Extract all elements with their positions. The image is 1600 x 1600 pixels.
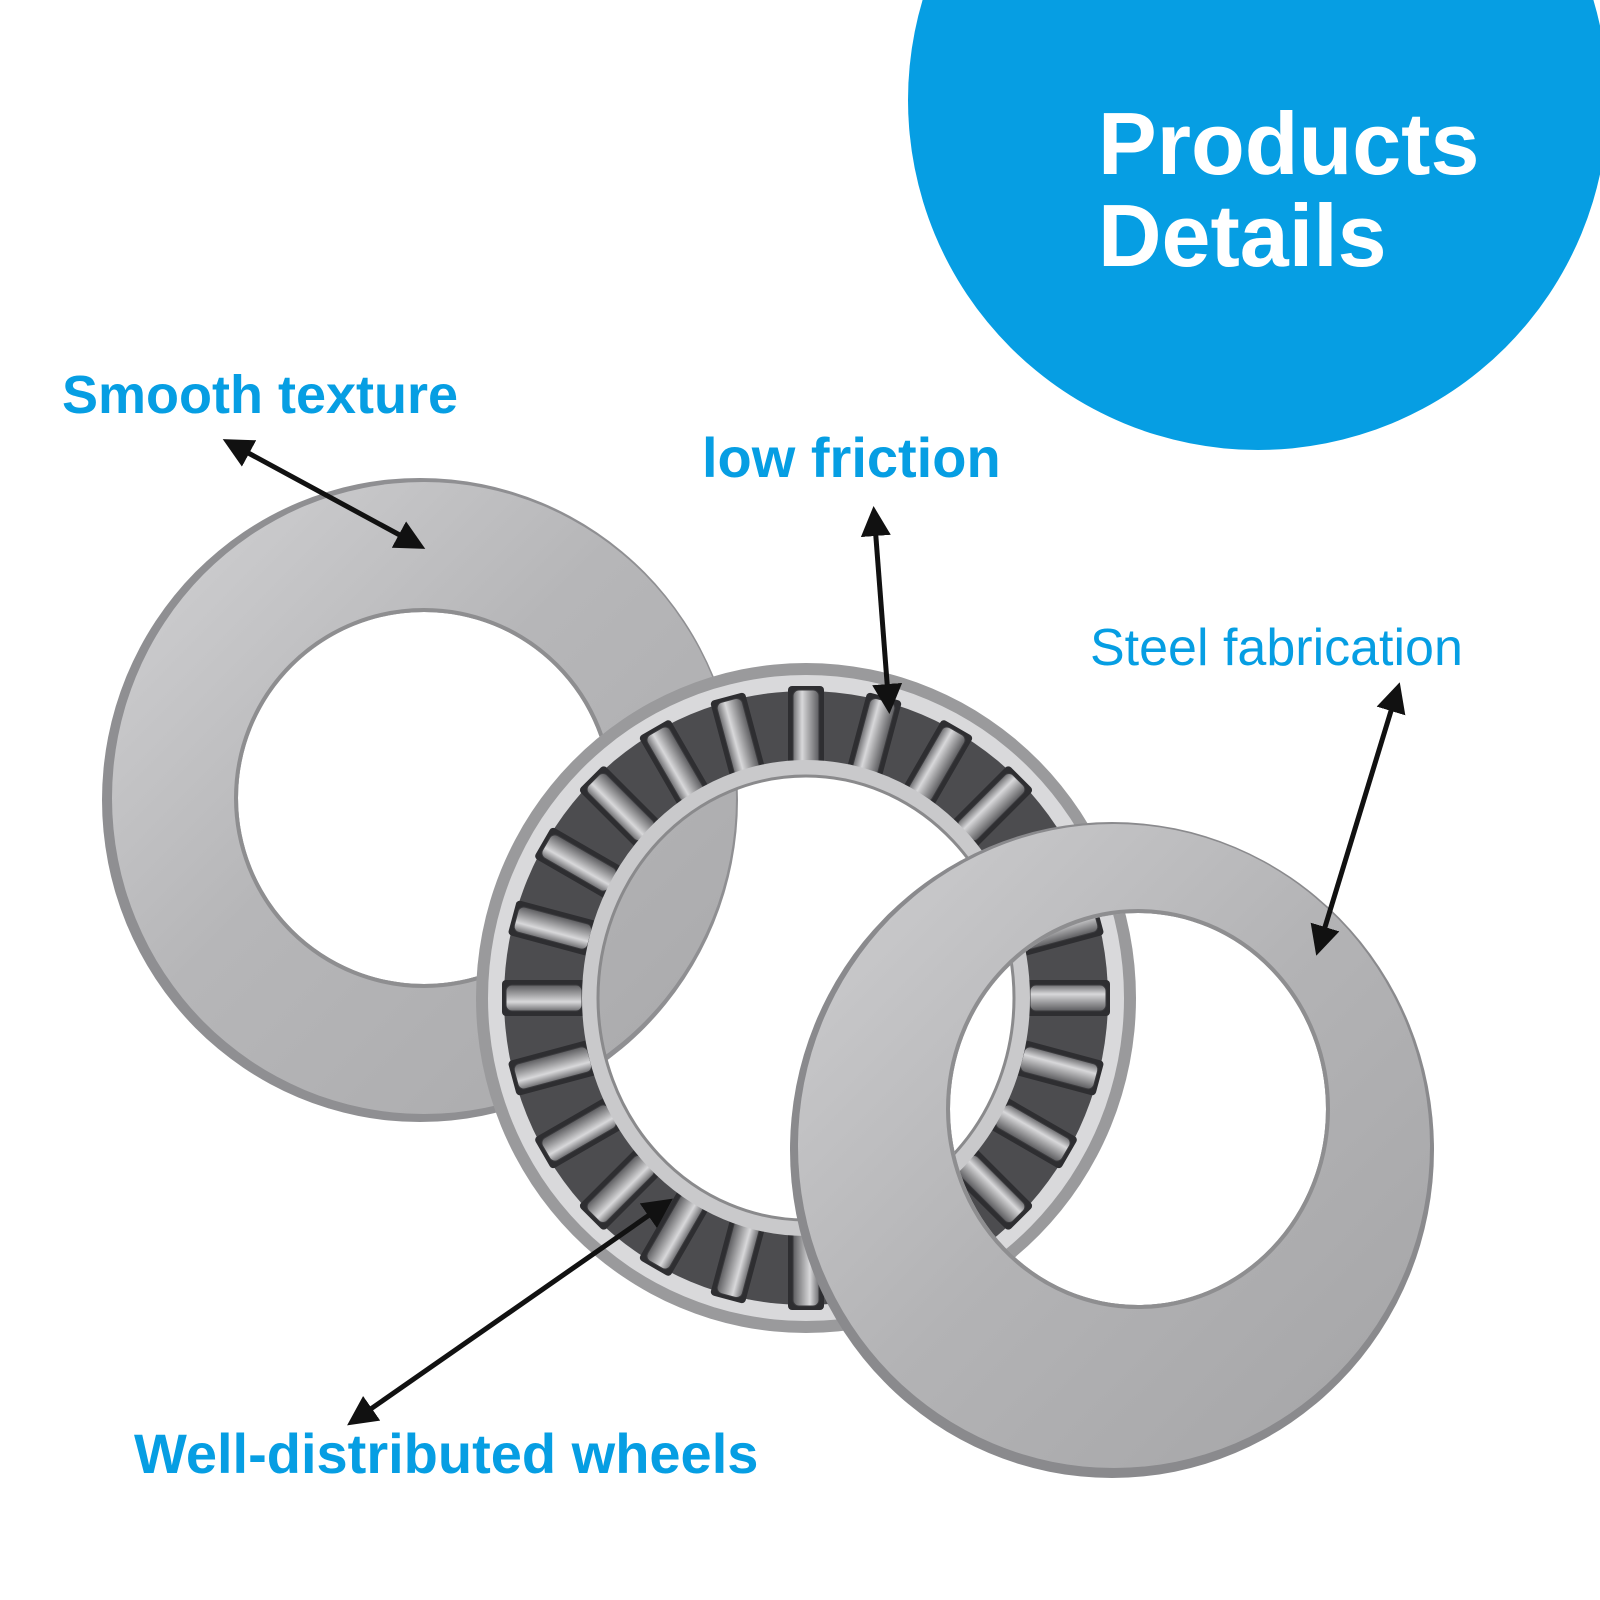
needle-roller — [502, 980, 586, 1016]
badge-title-line1: Products — [1098, 94, 1480, 193]
badge-circle — [908, 0, 1600, 450]
arrow-smooth-texture — [222, 439, 426, 549]
arrow-well-distributed-wheels — [347, 1198, 673, 1426]
label-steel-fabrication: Steel fabrication — [1090, 619, 1463, 677]
arrow-low-friction — [860, 506, 903, 714]
label-low-friction: low friction — [702, 426, 1001, 489]
badge-title: Products Details — [1098, 98, 1479, 282]
right-thrust-washer — [790, 822, 1434, 1478]
needle-roller — [788, 686, 824, 770]
label-smooth-texture: Smooth texture — [62, 365, 459, 425]
needle-roller — [535, 827, 624, 899]
badge-title-line2: Details — [1098, 186, 1387, 285]
label-well-distributed-wheels: Well-distributed wheels — [134, 1422, 759, 1485]
arrow-steel-fabrication — [1310, 682, 1406, 956]
needle-roller — [710, 1214, 766, 1304]
